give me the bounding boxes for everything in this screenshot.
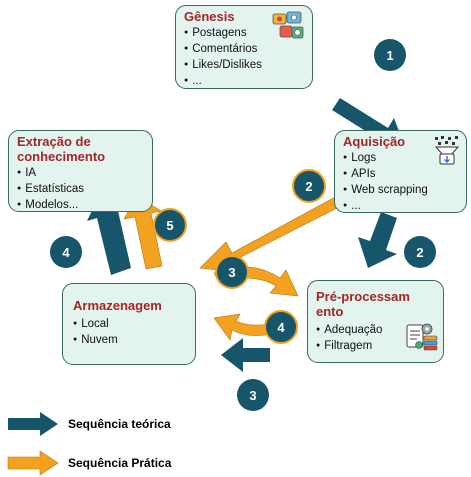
badge-label: 3 <box>228 265 235 280</box>
badge-label: 4 <box>62 245 70 260</box>
genesis-box: Gênesis Postagens Comentários Likes/Disl… <box>175 5 313 89</box>
list-item: Adequação <box>316 323 435 339</box>
extracao-title-line2: conhecimento <box>17 149 106 164</box>
aquisicao-list: Logs APIs Web scrapping ... <box>343 151 458 215</box>
preprocessamento-title-line2: ento <box>316 304 344 319</box>
legend-theoretical-label: Sequência teórica <box>68 417 171 431</box>
list-item: Comentários <box>184 42 304 58</box>
list-item: Postagens <box>184 26 304 42</box>
badge-label: 4 <box>277 320 285 335</box>
list-item: Web scrapping <box>343 183 458 199</box>
practice-badge-2: 2 <box>292 169 326 203</box>
extracao-box: Extração de conhecimento IA Estatísticas… <box>8 130 153 212</box>
preprocessamento-title-line1: Pré-processam <box>316 289 410 304</box>
list-item: Filtragem <box>316 339 435 355</box>
badge-label: 3 <box>249 388 256 403</box>
practice-badge-4: 4 <box>264 310 298 344</box>
genesis-title: Gênesis <box>184 9 235 24</box>
theory-badge-2: 2 <box>404 236 436 268</box>
list-item: APIs <box>343 167 458 183</box>
preprocessamento-box: Pré-processam ento Adequação Filtragem <box>307 280 444 363</box>
genesis-list: Postagens Comentários Likes/Dislikes ... <box>184 26 304 90</box>
practice-badge-5: 5 <box>153 208 187 242</box>
aquisicao-box: Aquisição Logs APIs Web scrapping ... <box>334 130 467 213</box>
legend-practical-label: Sequência Prática <box>68 456 172 470</box>
aquisicao-title: Aquisição <box>343 134 406 149</box>
list-item: Nuvem <box>73 333 185 349</box>
theory-arrow-4 <box>87 194 131 275</box>
list-item: Logs <box>343 151 458 167</box>
data-processing-icon <box>406 323 438 351</box>
data-funnel-icon <box>434 136 460 165</box>
badge-label: 5 <box>166 218 173 233</box>
theory-badge-1: 1 <box>374 39 406 71</box>
extracao-list: IA Estatísticas Modelos... <box>17 166 144 214</box>
theory-badge-3: 3 <box>237 379 269 411</box>
legend-theory-arrow <box>8 412 58 436</box>
extracao-title-line1: Extração de <box>17 134 91 149</box>
badge-label: 2 <box>305 179 312 194</box>
list-item: ... <box>184 74 304 90</box>
legend-practice-arrow <box>7 450 59 476</box>
practice-badge-3: 3 <box>215 255 249 289</box>
theory-arrow-2 <box>358 212 397 268</box>
armazenagem-title: Armazenagem <box>73 298 162 313</box>
list-item: Local <box>73 317 185 333</box>
armazenagem-box: Armazenagem Local Nuvem <box>62 283 196 365</box>
list-item: ... <box>343 199 458 215</box>
theory-badge-4: 4 <box>50 236 82 268</box>
list-item: Likes/Dislikes <box>184 58 304 74</box>
badge-label: 2 <box>416 245 423 260</box>
badge-label: 1 <box>386 48 393 63</box>
list-item: Estatísticas <box>17 182 144 198</box>
theory-arrow-3 <box>221 338 270 372</box>
social-media-icon <box>272 11 304 39</box>
armazenagem-list: Local Nuvem <box>73 317 185 349</box>
list-item: IA <box>17 166 144 182</box>
list-item: Modelos... <box>17 198 144 214</box>
preprocessamento-list: Adequação Filtragem <box>316 323 435 355</box>
